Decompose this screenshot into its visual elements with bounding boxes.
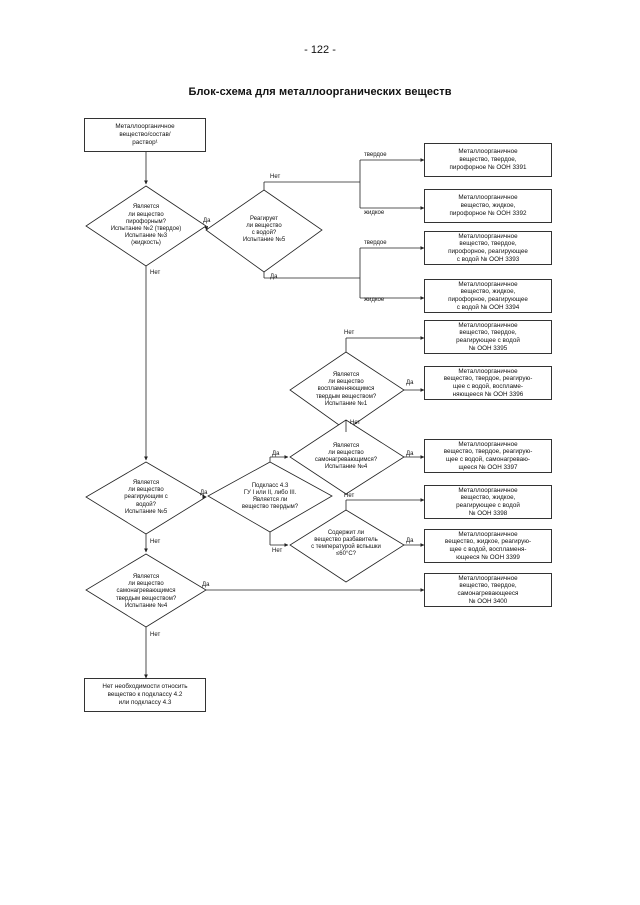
label-yes-solid-branch: Да: [272, 451, 280, 457]
label-liquid-2: жидкое: [364, 297, 385, 303]
start-box: Металлоорганичное вещество/состав/ раств…: [84, 118, 206, 152]
label-no-pyro: Нет: [150, 270, 161, 276]
label-no-selfheat: Нет: [150, 632, 161, 638]
label-solid-1: твердое: [364, 152, 387, 158]
label-yes-flash: Да: [406, 538, 414, 544]
label-yes-pyro: Да: [203, 218, 211, 224]
label-yes-ignite: Да: [406, 380, 414, 386]
label-yes-selfheat: Да: [202, 582, 210, 588]
page-title: Блок-схема для металлоорганических вещес…: [188, 86, 452, 98]
result-3394: Металлоорганичное вещество, жидкое, пиро…: [424, 279, 552, 313]
result-3396: Металлоорганичное вещество, твердое, реа…: [424, 366, 552, 400]
diamond-reacts-water-text: Является ли вещество реагирующим с водой…: [124, 480, 168, 515]
diamond-pyrophoric-text: Является ли вещество пирофорным? Испытан…: [110, 204, 182, 247]
diamond-subclass-text: Подкласс 4.3 ГУ I или II, либо III. Явля…: [241, 482, 299, 511]
result-3393: Металлоорганичное вещество, твердое, пир…: [424, 231, 552, 265]
label-solid-2: твердое: [364, 240, 387, 246]
diamond-flashpoint: [289, 509, 405, 583]
result-3400: Металлоорганичное вещество, твердое, сам…: [424, 573, 552, 607]
diamond-selfheat-text: Является ли вещество самонагревающимся т…: [115, 574, 177, 609]
diamond-selfheat-solid-text: Является ли вещество самонагревающимся? …: [314, 442, 378, 471]
end-box: Нет необходимости относить вещество к по…: [84, 678, 206, 712]
label-no-liquid-branch: Нет: [272, 548, 283, 554]
page-number: - 122 -: [304, 44, 336, 56]
label-no-water: Нет: [270, 174, 281, 180]
label-yes-water: Да: [270, 274, 278, 280]
label-no-selfheat-solid: Нет: [350, 420, 361, 426]
label-no-flash: Нет: [344, 493, 355, 499]
diamond-water-reacts-text: Реагирует ли вещество с водой? Испытание…: [242, 215, 286, 244]
result-3397: Металлоорганичное вещество, твердое, реа…: [424, 439, 552, 473]
diamond-flashpoint-text: Содержит ли вещество разбавитель с темпе…: [311, 529, 381, 558]
result-3398: Металлоорганичное вещество, жидкое, реаг…: [424, 485, 552, 519]
result-3392: Металлоорганичное вещество, жидкое, пиро…: [424, 189, 552, 223]
diamond-selfheat-solid: [289, 419, 405, 495]
result-3395: Металлоорганичное вещество, твердое, реа…: [424, 320, 552, 354]
label-yes-selfheat-solid: Да: [406, 451, 414, 457]
result-3391: Металлоорганичное вещество, твердое, пир…: [424, 143, 552, 177]
label-no-reacts: Нет: [150, 539, 161, 545]
result-3399: Металлоорганичное вещество, жидкое, реаг…: [424, 529, 552, 563]
label-no-ignite: Нет: [344, 330, 355, 336]
label-liquid-1: жидкое: [364, 210, 385, 216]
diamond-ignite-text: Является ли вещество воспламеняющимся тв…: [315, 372, 377, 407]
label-yes-reacts: Да: [200, 490, 208, 496]
